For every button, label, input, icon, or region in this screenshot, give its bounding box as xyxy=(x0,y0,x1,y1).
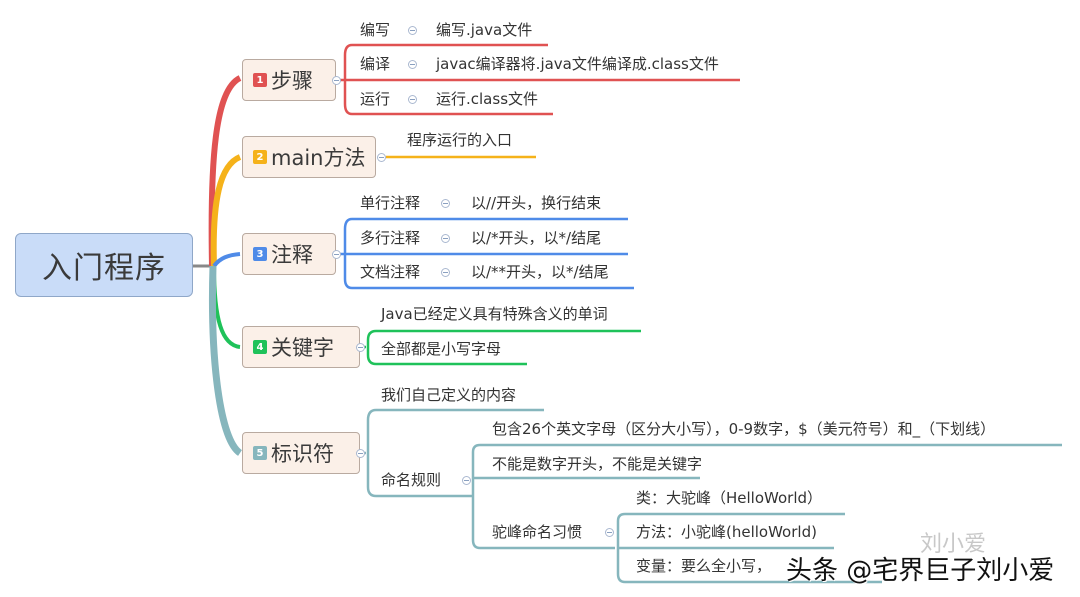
priority-4-icon: 4 xyxy=(253,340,267,354)
node-camel-case[interactable]: 驼峰命名习惯 xyxy=(492,523,583,541)
priority-1-icon: 1 xyxy=(253,73,267,87)
node-compile[interactable]: 编译 xyxy=(360,55,391,73)
collapse-icon[interactable] xyxy=(332,76,341,85)
branch-comments[interactable]: 3 注释 xyxy=(242,233,336,275)
node-entry-point[interactable]: 程序运行的入口 xyxy=(407,131,513,149)
node-single-line-detail[interactable]: 以//开头，换行结束 xyxy=(471,194,602,212)
collapse-icon[interactable] xyxy=(408,60,417,69)
collapse-icon[interactable] xyxy=(408,26,417,35)
node-keyword-definition[interactable]: Java已经定义具有特殊含义的单词 xyxy=(381,305,608,323)
collapse-icon[interactable] xyxy=(605,528,614,537)
node-class-camel[interactable]: 类：大驼峰（HelloWorld） xyxy=(636,489,823,507)
node-naming-rules[interactable]: 命名规则 xyxy=(381,471,442,489)
node-variable-camel[interactable]: 变量：要么全小写， xyxy=(636,557,772,575)
node-user-defined[interactable]: 我们自己定义的内容 xyxy=(381,386,517,404)
collapse-icon[interactable] xyxy=(441,234,450,243)
node-allowed-chars[interactable]: 包含26个英文字母（区分大小写），0-9数字，$（美元符号）和_（下划线） xyxy=(492,420,996,438)
collapse-icon[interactable] xyxy=(408,95,417,104)
node-multi-line-comment[interactable]: 多行注释 xyxy=(360,229,421,247)
priority-2-icon: 2 xyxy=(253,150,267,164)
node-method-camel[interactable]: 方法：小驼峰(helloWorld) xyxy=(636,523,817,541)
branch-identifiers[interactable]: 5 标识符 xyxy=(242,432,360,474)
collapse-icon[interactable] xyxy=(332,250,341,259)
root-label: 入门程序 xyxy=(42,251,166,286)
node-keyword-lowercase[interactable]: 全部都是小写字母 xyxy=(381,340,502,358)
branch-steps[interactable]: 1 步骤 xyxy=(242,59,336,101)
priority-5-icon: 5 xyxy=(253,446,267,460)
branch-label: main方法 xyxy=(271,146,366,170)
node-run[interactable]: 运行 xyxy=(360,90,391,108)
node-single-line-comment[interactable]: 单行注释 xyxy=(360,194,421,212)
branch-keywords[interactable]: 4 关键字 xyxy=(242,326,360,368)
collapse-icon[interactable] xyxy=(441,199,450,208)
priority-3-icon: 3 xyxy=(253,247,267,261)
node-doc-comment[interactable]: 文档注释 xyxy=(360,263,421,281)
branch-label: 关键字 xyxy=(271,336,334,360)
node-no-digit-start[interactable]: 不能是数字开头，不能是关键字 xyxy=(492,455,703,473)
branch-label: 标识符 xyxy=(271,442,334,466)
watermark-text: 头条 @宅界巨子刘小爱 xyxy=(786,556,1055,586)
node-multi-line-detail[interactable]: 以/*开头，以*/结尾 xyxy=(471,229,602,247)
root-node[interactable]: 入门程序 xyxy=(15,233,193,297)
node-doc-detail[interactable]: 以/**开头，以*/结尾 xyxy=(471,263,609,281)
collapse-icon[interactable] xyxy=(462,476,471,485)
branch-label: 注释 xyxy=(271,243,313,267)
collapse-icon[interactable] xyxy=(356,449,365,458)
node-write-detail[interactable]: 编写.java文件 xyxy=(436,21,533,39)
node-compile-detail[interactable]: javac编译器将.java文件编译成.class文件 xyxy=(436,55,719,73)
node-run-detail[interactable]: 运行.class文件 xyxy=(436,90,539,108)
collapse-icon[interactable] xyxy=(441,268,450,277)
collapse-icon[interactable] xyxy=(356,343,365,352)
watermark-faint: 刘小爱 xyxy=(920,532,987,557)
branch-main-method[interactable]: 2 main方法 xyxy=(242,136,376,178)
collapse-icon[interactable] xyxy=(377,153,386,162)
branch-label: 步骤 xyxy=(271,69,313,93)
node-write[interactable]: 编写 xyxy=(360,21,391,39)
